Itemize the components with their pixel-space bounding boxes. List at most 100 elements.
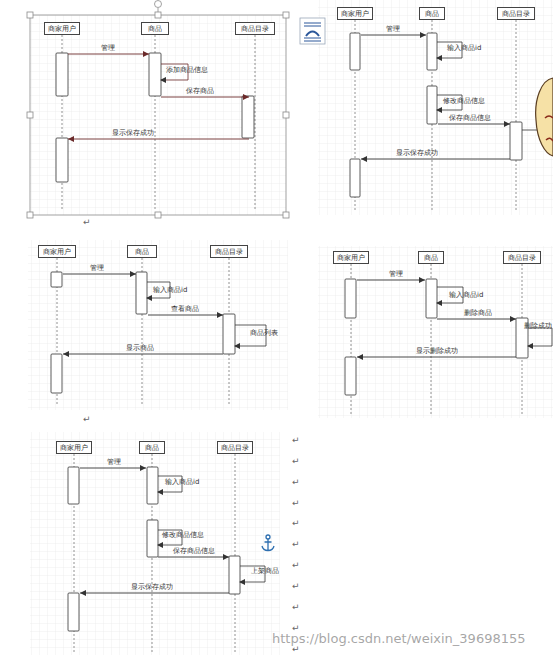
activation-bar xyxy=(136,272,147,314)
lifeline xyxy=(355,20,516,212)
frame-border xyxy=(30,15,286,215)
lifelines xyxy=(57,20,522,652)
cartoon-fragment xyxy=(522,78,553,156)
self-message-label: 修改商品信息 xyxy=(162,532,204,540)
message-label: 管理 xyxy=(386,26,400,34)
resize-handle xyxy=(27,12,33,18)
cartoon-mark xyxy=(545,116,553,141)
message-line xyxy=(148,315,223,316)
activation-bar xyxy=(68,593,79,631)
message-label: 显示商品 xyxy=(126,345,154,353)
message-label: 显示删除成功 xyxy=(416,348,458,356)
header-text: 商家用户 xyxy=(337,254,365,262)
arrow-head xyxy=(357,354,363,360)
lifeline xyxy=(74,454,235,652)
message-line xyxy=(361,159,510,160)
arrow-head xyxy=(361,156,367,162)
arrow-head xyxy=(140,465,146,471)
lifeline-header: 商品目录 xyxy=(217,441,253,454)
paragraph-mark: ↵ xyxy=(292,540,300,550)
activation-bar xyxy=(149,53,161,96)
message-line xyxy=(357,357,516,358)
activation-bar xyxy=(229,556,240,594)
lifeline-header: 商品目录 xyxy=(235,22,275,35)
header-text: 商品 xyxy=(135,248,149,256)
paragraph-mark: ↵ xyxy=(292,457,300,467)
activation-bar xyxy=(147,467,158,504)
header-text: 商品目录 xyxy=(241,25,269,33)
grid-areas xyxy=(28,0,553,655)
message-line xyxy=(161,97,249,98)
lifeline-header: 商品 xyxy=(419,7,445,20)
grid-area xyxy=(30,432,280,655)
message-line xyxy=(80,468,146,469)
message-label: 显示保存成功 xyxy=(396,150,438,158)
resize-handle xyxy=(155,12,161,18)
watermark: https://blog.csdn.net/weixin_39698155 xyxy=(272,632,526,646)
self-message-label: 输入商品id xyxy=(449,292,483,300)
header-text: 商品 xyxy=(425,10,439,18)
message-line xyxy=(437,319,516,320)
lifeline-header: 商品 xyxy=(141,22,169,35)
paragraph-mark: ↵ xyxy=(292,478,300,488)
message-line xyxy=(80,593,229,594)
arrow-head xyxy=(80,590,86,596)
message-arrow xyxy=(68,136,249,142)
header-text: 商家用户 xyxy=(43,248,71,256)
activation-bars xyxy=(51,33,528,631)
icon-arc xyxy=(306,32,319,37)
icon-lines xyxy=(304,23,321,41)
cartoon-line xyxy=(522,130,537,131)
header-text: 商家用户 xyxy=(60,444,88,452)
rotate-handle xyxy=(155,1,162,8)
self-message-label: 输入商品id xyxy=(153,287,187,295)
activation-bar xyxy=(345,357,356,395)
self-message-label: 上架商品 xyxy=(251,568,279,576)
arrow-head xyxy=(419,277,425,283)
activation-bar xyxy=(427,33,437,70)
self-message-label: 添加商品信息 xyxy=(166,67,208,75)
arrow-head xyxy=(510,316,516,322)
grid-area xyxy=(318,0,553,215)
lifeline xyxy=(62,35,255,210)
activation-bar xyxy=(427,86,437,124)
activation-bar xyxy=(68,467,79,504)
lifeline xyxy=(351,264,522,415)
lifeline-header: 商品 xyxy=(127,245,157,258)
lifeline-header: 商品目录 xyxy=(497,7,535,20)
message-label: 管理 xyxy=(107,459,121,467)
arrow-head xyxy=(223,554,229,560)
message-label: 显示保存成功 xyxy=(112,130,154,138)
lifeline-header: 商品 xyxy=(139,441,165,454)
header-text: 商品 xyxy=(424,254,438,262)
activation-bar xyxy=(56,138,68,182)
arrow-head xyxy=(68,136,74,142)
message-line xyxy=(357,280,425,281)
paragraph-mark: ↵ xyxy=(292,603,300,613)
header-text: 商品目录 xyxy=(215,248,243,256)
lifeline-header: 商家用户 xyxy=(56,441,92,454)
paragraph-mark: ↵ xyxy=(292,582,300,592)
layout-options-icon xyxy=(300,18,325,44)
self-messages xyxy=(147,42,552,582)
arrow-head xyxy=(420,32,426,38)
self-message-label: 输入商品id xyxy=(165,479,199,487)
activation-bar xyxy=(350,33,360,70)
header-text: 商家用户 xyxy=(48,25,76,33)
lifeline-header: 商家用户 xyxy=(44,22,80,35)
activation-bar xyxy=(345,279,356,318)
activation-bar xyxy=(426,279,437,318)
message-line xyxy=(63,274,136,275)
message-label: 保存商品信息 xyxy=(449,115,491,123)
grid-area xyxy=(28,240,288,410)
activation-bar xyxy=(242,96,254,138)
self-message-label: 商品列表 xyxy=(250,330,278,338)
header-text: 商家用户 xyxy=(341,10,369,18)
paragraph-mark: ↵ xyxy=(292,645,300,655)
arrow-head xyxy=(217,312,223,318)
paragraph-mark: ↵ xyxy=(292,561,300,571)
selection-frame xyxy=(27,1,289,219)
lifeline xyxy=(57,258,229,405)
resize-handles xyxy=(27,12,289,218)
lifeline-header: 商家用户 xyxy=(333,251,369,264)
